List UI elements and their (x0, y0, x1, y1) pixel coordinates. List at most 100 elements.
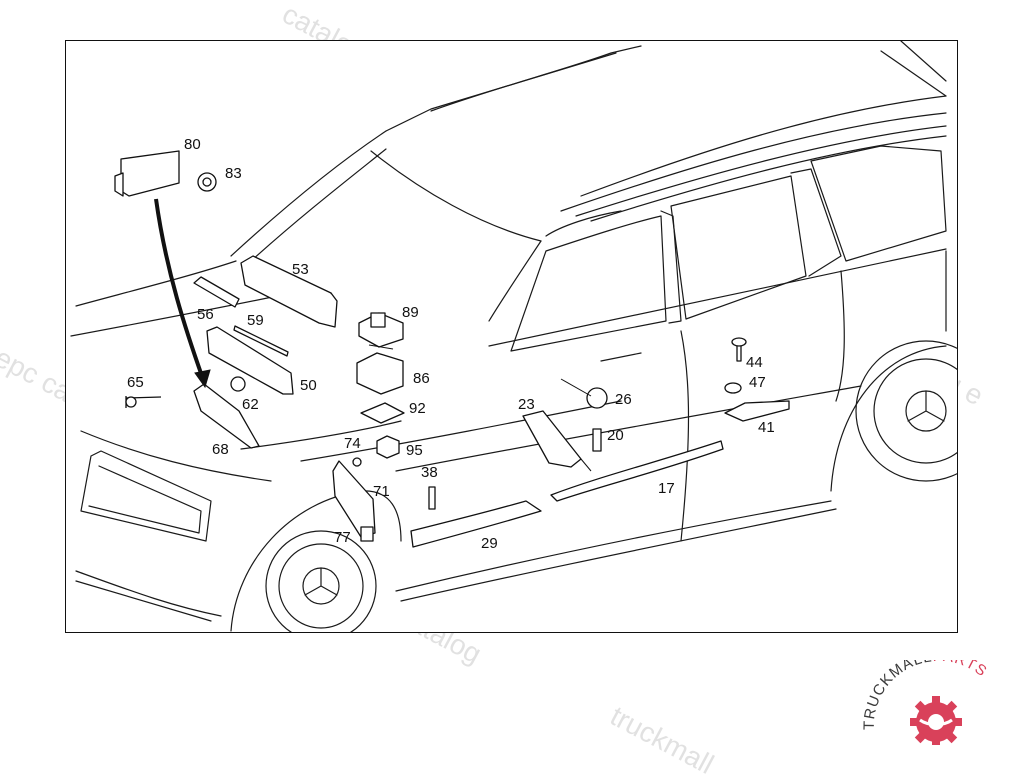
part-17-sill (550, 440, 724, 502)
part-83-nut-hole (202, 177, 212, 187)
front-wheel-outer (265, 530, 377, 632)
rear-wheel-arch (830, 345, 947, 492)
part-80-bracket (120, 150, 180, 197)
part-47-washer (724, 382, 742, 394)
callout-95: 95 (406, 442, 423, 459)
callout-38: 38 (421, 464, 438, 481)
arrow-head (194, 369, 211, 389)
beltline (488, 248, 947, 347)
car-roof-line (430, 45, 642, 112)
callout-74: 74 (344, 435, 361, 452)
part-38-bolt (428, 486, 436, 510)
part-68-bracket (193, 383, 260, 449)
rear-roof-line (580, 95, 947, 197)
callout-86: 86 (413, 370, 430, 387)
bumper-line (75, 570, 222, 617)
callout-71: 71 (373, 483, 390, 500)
part-50-panel (206, 326, 294, 395)
callout-62: 62 (242, 396, 259, 413)
part-29-sill (410, 500, 542, 548)
part-62-grommet (230, 376, 246, 392)
watermark-text: truckmall (605, 700, 719, 780)
callout-89: 89 (402, 304, 419, 321)
rocker-line-2 (400, 508, 837, 602)
rear-roof-line-2 (560, 112, 947, 212)
callout-77: 77 (334, 529, 351, 546)
callout-44: 44 (746, 354, 763, 371)
callout-20: 20 (607, 427, 624, 444)
side-crease-2 (300, 400, 622, 462)
rear-wheel-inner (873, 358, 957, 464)
part-86-relay (356, 352, 404, 395)
callout-26: 26 (615, 391, 632, 408)
callout-56: 56 (197, 306, 214, 323)
windshield-outline (230, 130, 387, 257)
logo-text-accent: PARTS (932, 660, 990, 681)
part-26-nut (586, 387, 608, 409)
rear-door-window-2 (790, 168, 842, 277)
part-20-clip (592, 428, 602, 452)
rear-wheel-outer (855, 340, 957, 482)
rear-door-rear-edge (835, 270, 845, 402)
rear-window-top (880, 50, 947, 97)
callout-47: 47 (749, 374, 766, 391)
rocker-line (395, 500, 832, 592)
fender-line (240, 420, 402, 450)
bumper-line-2 (75, 580, 212, 622)
part-59-rod (233, 325, 289, 357)
car-roof-outline (385, 52, 617, 132)
callout-17: 17 (658, 480, 675, 497)
callout-23: 23 (518, 396, 535, 413)
hood-line (75, 260, 237, 307)
callout-59: 59 (247, 312, 264, 329)
roof-rail (575, 125, 947, 217)
part-65-head (125, 396, 137, 408)
front-wheel-inner (278, 543, 364, 629)
callout-65: 65 (127, 374, 144, 391)
part-56-strip (193, 276, 240, 308)
grille-inner (88, 465, 202, 534)
windshield-lower (250, 148, 387, 262)
b-pillar (660, 210, 682, 324)
front-wheel-star (304, 567, 338, 596)
part-74-clip (352, 457, 362, 467)
part-71-panel (332, 460, 376, 538)
callout-92: 92 (409, 400, 426, 417)
leader-86 (368, 344, 394, 350)
callout-53: 53 (292, 261, 309, 278)
part-89-clip (370, 312, 386, 328)
gear-icon (910, 696, 962, 745)
part-53-flange (318, 292, 338, 328)
callout-80: 80 (184, 136, 201, 153)
front-wheel-arch (230, 490, 402, 632)
diagram-frame: 80 83 53 56 59 89 50 86 65 62 92 74 95 6… (65, 40, 958, 633)
arrow-leader (154, 198, 205, 380)
callout-50: 50 (300, 377, 317, 394)
leader-26 (560, 378, 592, 397)
rear-window-line (900, 41, 947, 82)
parts-diagram (70, 41, 957, 632)
callout-29: 29 (481, 535, 498, 552)
truckmall-parts-logo: TRUCKMALLPARTS (861, 660, 990, 745)
hood-front (80, 430, 272, 482)
part-44-head (731, 337, 747, 347)
grille-outline (80, 450, 212, 542)
callout-68: 68 (212, 441, 229, 458)
callout-41: 41 (758, 419, 775, 436)
a-pillar (488, 240, 542, 322)
a-pillar-2 (545, 210, 622, 237)
part-77-clip (360, 526, 374, 542)
leader-17 (580, 458, 592, 472)
roof-rail-2 (590, 135, 947, 222)
part-80-flange (114, 172, 124, 197)
rear-wheel-star (907, 390, 945, 422)
part-95-nut (376, 435, 400, 459)
rear-quarter-window (810, 145, 947, 262)
windshield-bottom (370, 150, 542, 242)
rear-door-window (670, 175, 807, 320)
part-23-bracket (522, 410, 582, 468)
part-41-bracket (724, 400, 790, 422)
side-crease (395, 385, 862, 472)
part-92-gasket (360, 402, 405, 424)
door-handle (600, 352, 642, 362)
